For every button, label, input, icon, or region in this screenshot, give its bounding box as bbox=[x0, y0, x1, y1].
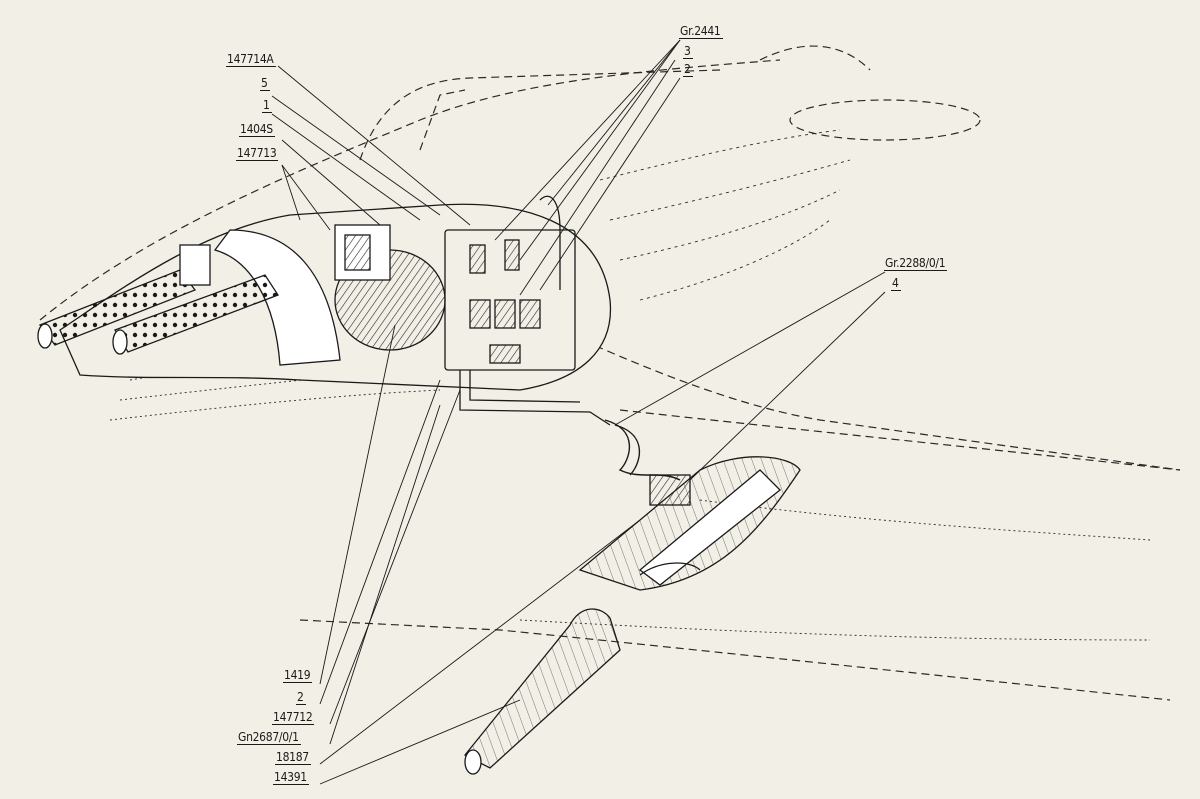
label-2-bottom: 2 bbox=[296, 690, 306, 705]
label-1: 1 bbox=[262, 98, 272, 113]
label-4: 4 bbox=[891, 276, 901, 291]
fuselage-outline bbox=[39, 59, 1181, 701]
junction-box bbox=[444, 195, 611, 426]
gun-barrels bbox=[37, 244, 279, 355]
label-gn2687-0-1: Gn2687/0/1 bbox=[237, 730, 301, 745]
label-2-top: 2 bbox=[683, 62, 693, 77]
label-147712: 147712 bbox=[272, 710, 315, 725]
label-1419: 1419 bbox=[283, 668, 313, 683]
leader-lines bbox=[271, 39, 886, 785]
label-147714A: 147714A bbox=[226, 52, 276, 67]
wing-cable bbox=[604, 419, 681, 481]
label-147713: 147713 bbox=[236, 146, 279, 161]
wing-ammo-box bbox=[578, 456, 801, 591]
label-5: 5 bbox=[260, 76, 270, 91]
label-gr-2441: Gr.2441 bbox=[679, 24, 723, 39]
label-gr-2288-0-1: Gr.2288/0/1 bbox=[884, 256, 948, 271]
label-3: 3 bbox=[683, 44, 693, 59]
label-14391: 14391 bbox=[273, 770, 309, 785]
label-1404S: 1404S bbox=[239, 122, 275, 137]
tailplane-outline bbox=[789, 99, 981, 141]
pitot-tube bbox=[463, 608, 621, 775]
label-18187: 18187 bbox=[275, 750, 311, 765]
